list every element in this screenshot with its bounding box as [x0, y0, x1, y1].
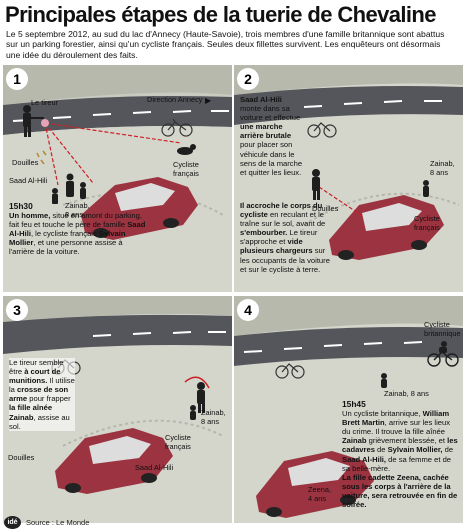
panel-3-text: Le tireur semble être à court de munitio…	[9, 358, 75, 431]
scene-1-illustration	[3, 65, 232, 292]
panel-number: 3	[6, 299, 28, 321]
panel-4-caption: 15h45 Un cycliste britannique, William B…	[342, 399, 460, 509]
car-icon	[329, 195, 444, 260]
label-zainab: Zainab, 8 ans	[201, 408, 226, 426]
car-icon	[55, 428, 173, 494]
text-segment: pour frapper	[27, 394, 71, 404]
bicycle-icon	[275, 363, 305, 379]
text-segment: de sa femme et de sa belle-mère.	[342, 454, 452, 473]
text-segment: Zainab	[342, 436, 367, 446]
text-segment: monte dans sa voiture et effectue	[240, 104, 301, 123]
text-segment: La fille cadette Zeena, cachée sous les …	[342, 472, 458, 510]
label-cycliste: Cycliste français	[414, 214, 440, 232]
text-segment: une marche arrière brutale	[240, 122, 292, 141]
label-zainab: Zainab, 8 ans	[65, 201, 90, 219]
panel-1-caption: 15h30 Un homme, situé en amont du parkin…	[9, 201, 149, 257]
label-cycliste: Cycliste britannique	[424, 320, 461, 338]
label-cycliste: Cycliste français	[165, 433, 191, 451]
panel-4-text-b: La fille cadette Zeena, cachée sous les …	[342, 473, 460, 509]
scene-2-illustration	[234, 65, 463, 292]
text-segment: sur les occupants de la voiture et sur l…	[240, 246, 330, 274]
car-icon	[256, 451, 374, 518]
text-segment: les cadavres	[342, 436, 458, 455]
text-segment: situé en amont du parking, fait feu et t…	[9, 211, 142, 230]
arrow-right-icon: ▶	[205, 96, 212, 105]
text-segment: en reculant et le traîne sur le sol, ava…	[240, 210, 326, 229]
text-segment: de	[374, 445, 388, 455]
intro-text: Le 5 septembre 2012, au sud du lac d'Ann…	[6, 29, 445, 60]
cyclist-down-figure	[177, 144, 196, 155]
label-saad: Saad Al-Hili	[135, 463, 174, 472]
panel-2-text-b: Il accroche le corps du cycliste en recu…	[240, 201, 330, 274]
panel-3: 3 Le tireur semble être à court de munit…	[3, 296, 232, 523]
text-segment: grièvement blessée, et	[366, 436, 448, 446]
child-figure	[381, 373, 387, 388]
panel-number: 2	[237, 68, 259, 90]
panel-2-text-a: Saad Al-Hili monte dans sa voiture et ef…	[240, 95, 304, 177]
shooter-figure	[23, 105, 44, 137]
panel-number: 4	[237, 299, 259, 321]
text-segment: pour placer son véhicule dans le sens de…	[240, 140, 303, 177]
scene-4-illustration	[234, 296, 463, 523]
label-zainab: Zainab, 8 ans	[384, 389, 429, 398]
shot-lines	[44, 122, 182, 186]
panel-number: 1	[6, 68, 28, 90]
douilles-shells	[36, 150, 47, 165]
panel-1: 1 Le tireur Direction Annecy ▶ Douilles …	[3, 65, 232, 292]
panel-1-text: Un homme, situé en amont du parking, fai…	[9, 211, 149, 256]
ide-logo: idé	[4, 516, 21, 529]
label-zainab: Zainab, 8 ans	[430, 159, 455, 177]
label-douilles: Douilles	[312, 204, 339, 213]
text-segment: , assise au sol.	[9, 412, 70, 431]
panel-3-text-wrap: Le tireur semble être à court de munitio…	[9, 358, 75, 431]
label-zeena: Zeena, 4 ans	[308, 485, 332, 503]
page-title: Principales étapes de la tuerie de Cheva…	[5, 2, 437, 27]
source-credit: Source : Le Monde	[26, 518, 90, 527]
text-segment: , arrive sur les lieux du crime. Il trou…	[342, 418, 451, 437]
text-segment: Sylvain Mollier	[9, 229, 126, 248]
label-direction: Direction Annecy	[147, 95, 203, 104]
label-douilles: Douilles	[8, 453, 35, 462]
family-figures	[52, 173, 86, 204]
cyclist-figure	[439, 341, 447, 353]
panel-4: 4 Cycliste britannique Zainab, 8 ans Zee…	[234, 296, 463, 523]
text-segment: Il accroche le corps du cycliste	[240, 201, 323, 220]
time-label: 15h30	[9, 201, 33, 211]
bicycle-icon	[307, 122, 337, 138]
panel-4-text-a: Un cycliste britannique, William Brett M…	[342, 409, 460, 473]
text-segment: Un homme,	[9, 211, 51, 221]
label-cycliste: Cycliste français	[173, 160, 199, 178]
text-segment: s'embourber.	[240, 228, 288, 238]
label-tireur: Le tireur	[31, 98, 59, 107]
text-segment: Saad Al-Hili,	[342, 454, 387, 464]
bicycle-icon	[161, 118, 193, 137]
text-segment: Le tireur s'approche et	[240, 228, 318, 247]
text-segment: crosse de son arme	[9, 385, 69, 404]
text-segment: William Brett Martin	[342, 409, 450, 428]
text-segment: vide plusieurs chargeurs	[240, 237, 313, 256]
text-segment: à court de munitions.	[9, 367, 61, 386]
text-segment: Il utilise la	[9, 376, 75, 395]
text-segment: Sylvain Mollier,	[387, 445, 443, 455]
panel-2-text: Saad Al-Hili monte dans sa voiture et ef…	[240, 95, 304, 177]
text-segment: de	[442, 445, 454, 455]
shooter-figure	[197, 382, 205, 413]
text-segment: Saad Al-Hili	[9, 220, 146, 239]
child-figure	[190, 405, 196, 420]
time-label: 15h45	[342, 399, 366, 409]
child-figure	[423, 180, 429, 197]
shooter-figure	[312, 169, 320, 200]
label-saad: Saad Al-Hili	[9, 176, 48, 185]
scene-3-illustration	[3, 296, 232, 523]
text-segment: , le cycliste français	[30, 229, 99, 239]
panel-2: 2 Saad Al-Hili monte dans sa voiture et …	[234, 65, 463, 292]
text-segment: Un cycliste britannique,	[342, 409, 423, 419]
text-segment: la fille aînée Zainab	[9, 403, 53, 422]
text-segment: Le tireur semble être	[9, 358, 64, 377]
text-segment: Saad Al-Hili	[240, 95, 282, 104]
car-icon	[81, 177, 198, 240]
label-douilles: Douilles	[12, 158, 39, 167]
panel-2-text-b-wrap: Il accroche le corps du cycliste en recu…	[240, 201, 330, 274]
text-segment: , et une personne assise à l'arrière de …	[9, 238, 123, 257]
